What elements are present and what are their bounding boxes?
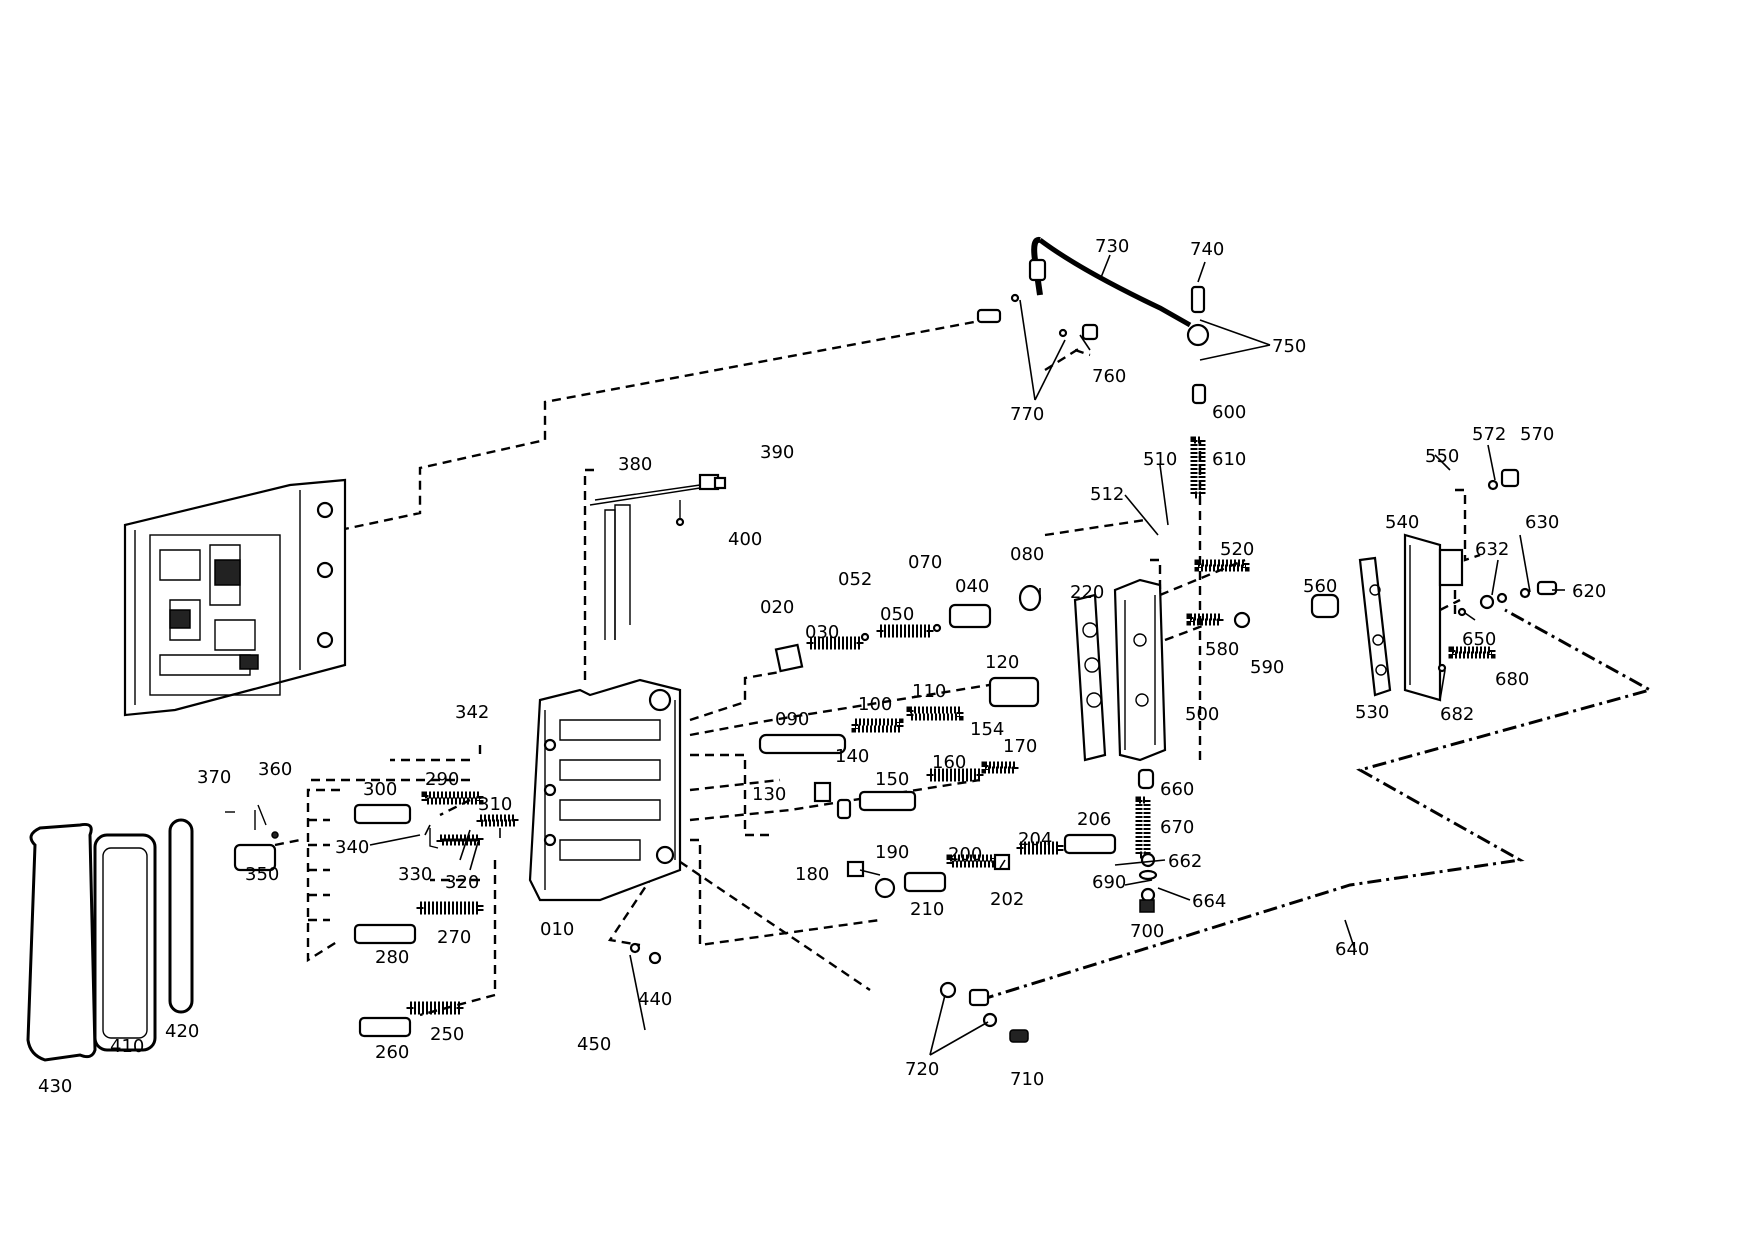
label-290: 290 — [425, 769, 459, 790]
label-520: 520 — [1220, 539, 1254, 560]
label-580: 580 — [1205, 639, 1239, 660]
label-052: 052 — [838, 569, 872, 590]
label-500: 500 — [1185, 704, 1219, 725]
label-420: 420 — [165, 1021, 199, 1042]
label-300: 300 — [363, 779, 397, 800]
label-570: 570 — [1520, 424, 1554, 445]
label-020: 020 — [760, 597, 794, 618]
label-330: 330 — [398, 864, 432, 885]
bottom-fittings — [939, 981, 1029, 1043]
label-664: 664 — [1192, 891, 1226, 912]
vertical-valve-stack — [1135, 285, 1210, 913]
label-710: 710 — [1010, 1069, 1044, 1090]
label-400: 400 — [728, 529, 762, 550]
right-side-parts — [1186, 468, 1558, 702]
wiring-harness-380 — [589, 473, 727, 640]
label-170: 170 — [1003, 736, 1037, 757]
center-valve-parts — [758, 584, 1117, 899]
leader-lines — [369, 254, 1565, 1056]
label-130: 130 — [752, 784, 786, 805]
label-080: 080 — [1010, 544, 1044, 565]
label-550: 550 — [1425, 446, 1459, 467]
label-660: 660 — [1160, 779, 1194, 800]
label-440: 440 — [638, 989, 672, 1010]
label-450: 450 — [577, 1034, 611, 1055]
label-750: 750 — [1272, 336, 1306, 357]
label-590: 590 — [1250, 657, 1284, 678]
label-720: 720 — [905, 1059, 939, 1080]
main-valve-body-010 — [528, 678, 682, 902]
label-560: 560 — [1303, 576, 1337, 597]
label-410: 410 — [110, 1036, 144, 1057]
label-662: 662 — [1168, 851, 1202, 872]
label-260: 260 — [375, 1042, 409, 1063]
label-680: 680 — [1495, 669, 1529, 690]
label-730: 730 — [1095, 236, 1129, 257]
label-280: 280 — [375, 947, 409, 968]
dash-dot-lines — [979, 608, 1654, 1002]
label-070: 070 — [908, 552, 942, 573]
label-620: 620 — [1572, 581, 1606, 602]
label-670: 670 — [1160, 817, 1194, 838]
label-200: 200 — [948, 844, 982, 865]
label-100: 100 — [858, 694, 892, 715]
label-760: 760 — [1092, 366, 1126, 387]
label-210: 210 — [910, 899, 944, 920]
label-180: 180 — [795, 864, 829, 885]
label-150: 150 — [875, 769, 909, 790]
label-632: 632 — [1475, 539, 1509, 560]
label-390: 390 — [760, 442, 794, 463]
label-360: 360 — [258, 759, 292, 780]
valve-body-plate-upper-left — [123, 478, 347, 717]
label-512: 512 — [1090, 484, 1124, 505]
label-040: 040 — [955, 576, 989, 597]
assembly-dashed-lines — [274, 318, 1481, 1017]
label-250: 250 — [430, 1024, 464, 1045]
label-350: 350 — [245, 864, 279, 885]
label-540: 540 — [1385, 512, 1419, 533]
label-342: 342 — [455, 702, 489, 723]
label-310: 310 — [478, 794, 512, 815]
label-270: 270 — [437, 927, 471, 948]
label-370: 370 — [197, 767, 231, 788]
label-140: 140 — [835, 746, 869, 767]
label-690: 690 — [1092, 872, 1126, 893]
label-430: 430 — [38, 1076, 72, 1097]
label-206: 206 — [1077, 809, 1111, 830]
label-650: 650 — [1462, 629, 1496, 650]
label-572: 572 — [1472, 424, 1506, 445]
label-600: 600 — [1212, 402, 1246, 423]
small-parts-left — [225, 791, 662, 1038]
label-010: 010 — [540, 919, 574, 940]
label-050: 050 — [880, 604, 914, 625]
pipe-730-fittings — [976, 236, 1192, 341]
label-202: 202 — [990, 889, 1024, 910]
label-090: 090 — [775, 709, 809, 730]
part-labels: 730 740 750 760 770 600 610 510 512 520 … — [38, 236, 1606, 1097]
gaskets-410-420-430 — [26, 818, 194, 1062]
plates-220-500 — [1073, 578, 1167, 762]
label-530: 530 — [1355, 702, 1389, 723]
label-340: 340 — [335, 837, 369, 858]
label-630: 630 — [1525, 512, 1559, 533]
label-320: 320 — [445, 872, 479, 893]
label-510: 510 — [1143, 449, 1177, 470]
label-700: 700 — [1130, 921, 1164, 942]
label-380: 380 — [618, 454, 652, 475]
label-204: 204 — [1018, 829, 1052, 850]
label-110: 110 — [912, 681, 946, 702]
label-640: 640 — [1335, 939, 1369, 960]
label-220: 220 — [1070, 582, 1104, 603]
label-682: 682 — [1440, 704, 1474, 725]
label-160: 160 — [932, 752, 966, 773]
label-030: 030 — [805, 622, 839, 643]
label-740: 740 — [1190, 239, 1224, 260]
label-610: 610 — [1212, 449, 1246, 470]
label-120: 120 — [985, 652, 1019, 673]
label-190: 190 — [875, 842, 909, 863]
label-154: 154 — [970, 719, 1004, 740]
label-770: 770 — [1010, 404, 1044, 425]
